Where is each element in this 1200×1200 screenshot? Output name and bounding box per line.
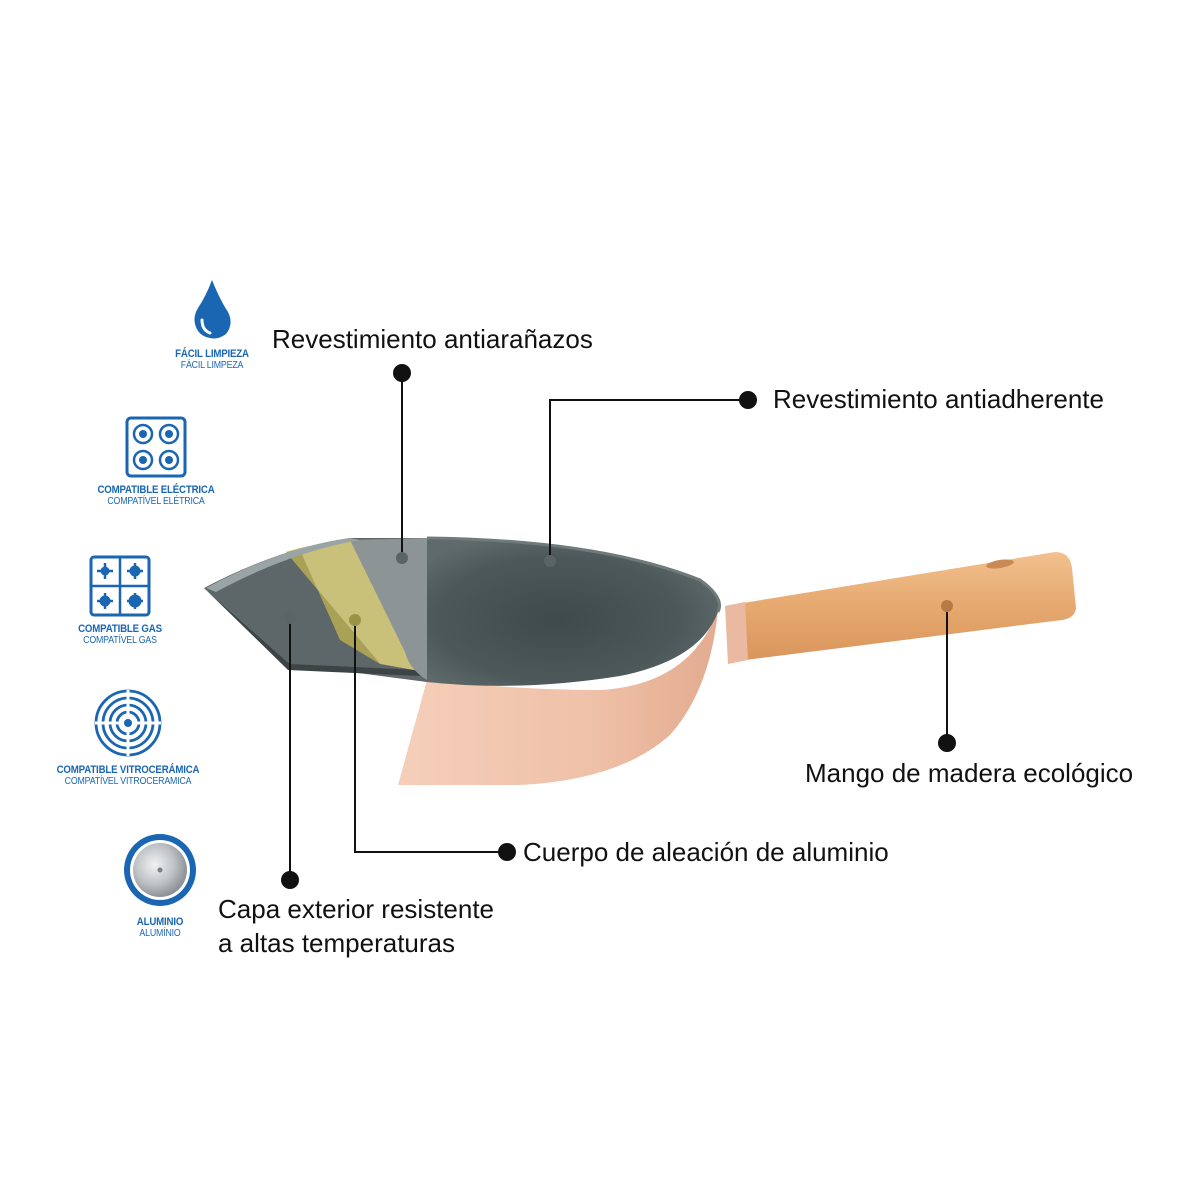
anchor-dots [284, 552, 953, 626]
feature-sublabel: COMPATÍVEL VITROCERAMICA [64, 776, 192, 787]
callout-scratch-resistant: Revestimiento antiarañazos [272, 322, 593, 356]
callout-text-line-2: a altas temperaturas [218, 928, 456, 958]
callout-wooden-handle: Mango de madera ecológico [805, 756, 1133, 790]
feature-label: COMPATIBLE GAS [78, 623, 162, 635]
callout-nonstick: Revestimiento antiadherente [773, 382, 1104, 416]
feature-aluminium: ALUMINIO ALUMÍNIO [50, 830, 270, 939]
feature-sublabel: COMPATÍVEL GAS [83, 635, 157, 646]
feature-vitroceramic: COMPATIBLE VITROCERÁMICA COMPATÍVEL VITR… [18, 688, 238, 787]
electric-hob-icon [125, 416, 187, 478]
feature-label: COMPATIBLE VITROCERÁMICA [56, 764, 200, 776]
feature-sublabel: ALUMÍNIO [139, 928, 181, 939]
aluminium-disc-icon [124, 834, 196, 906]
callout-text: Cuerpo de aleación de aluminio [523, 837, 889, 867]
feature-easy-clean: FÁCIL LIMPIEZA FÁCIL LIMPEZA [102, 278, 322, 371]
callout-exterior-layer: Capa exterior resistente a altas tempera… [218, 892, 494, 960]
callout-text-line-1: Capa exterior resistente [218, 894, 495, 924]
wooden-handle [725, 552, 1076, 664]
callout-text: Mango de madera ecológico [805, 758, 1134, 788]
gas-hob-icon [89, 555, 151, 617]
pan-exterior-body [398, 610, 718, 785]
callout-dots [281, 364, 956, 889]
callout-text: Revestimiento antiarañazos [272, 324, 593, 354]
feature-label: COMPATIBLE ELÉCTRICA [97, 484, 215, 496]
feature-gas: COMPATIBLE GAS COMPATÍVEL GAS [10, 555, 230, 646]
callout-aluminium-body: Cuerpo de aleación de aluminio [523, 835, 889, 869]
feature-electric: COMPATIBLE ELÉCTRICA COMPATÍVEL ELÉTRICA [46, 416, 266, 507]
feature-sublabel: FÁCIL LIMPEZA [180, 360, 244, 371]
pan-interior [427, 538, 720, 686]
induction-coil-icon [94, 689, 162, 757]
feature-sublabel: COMPATÍVEL ELÉTRICA [107, 496, 205, 507]
callout-text: Revestimiento antiadherente [773, 384, 1104, 414]
water-drop-icon [194, 280, 231, 339]
feature-label: FÁCIL LIMPIEZA [175, 348, 249, 360]
leader-lines [289, 375, 948, 880]
feature-label: ALUMINIO [136, 916, 184, 928]
cross-section [204, 538, 427, 682]
